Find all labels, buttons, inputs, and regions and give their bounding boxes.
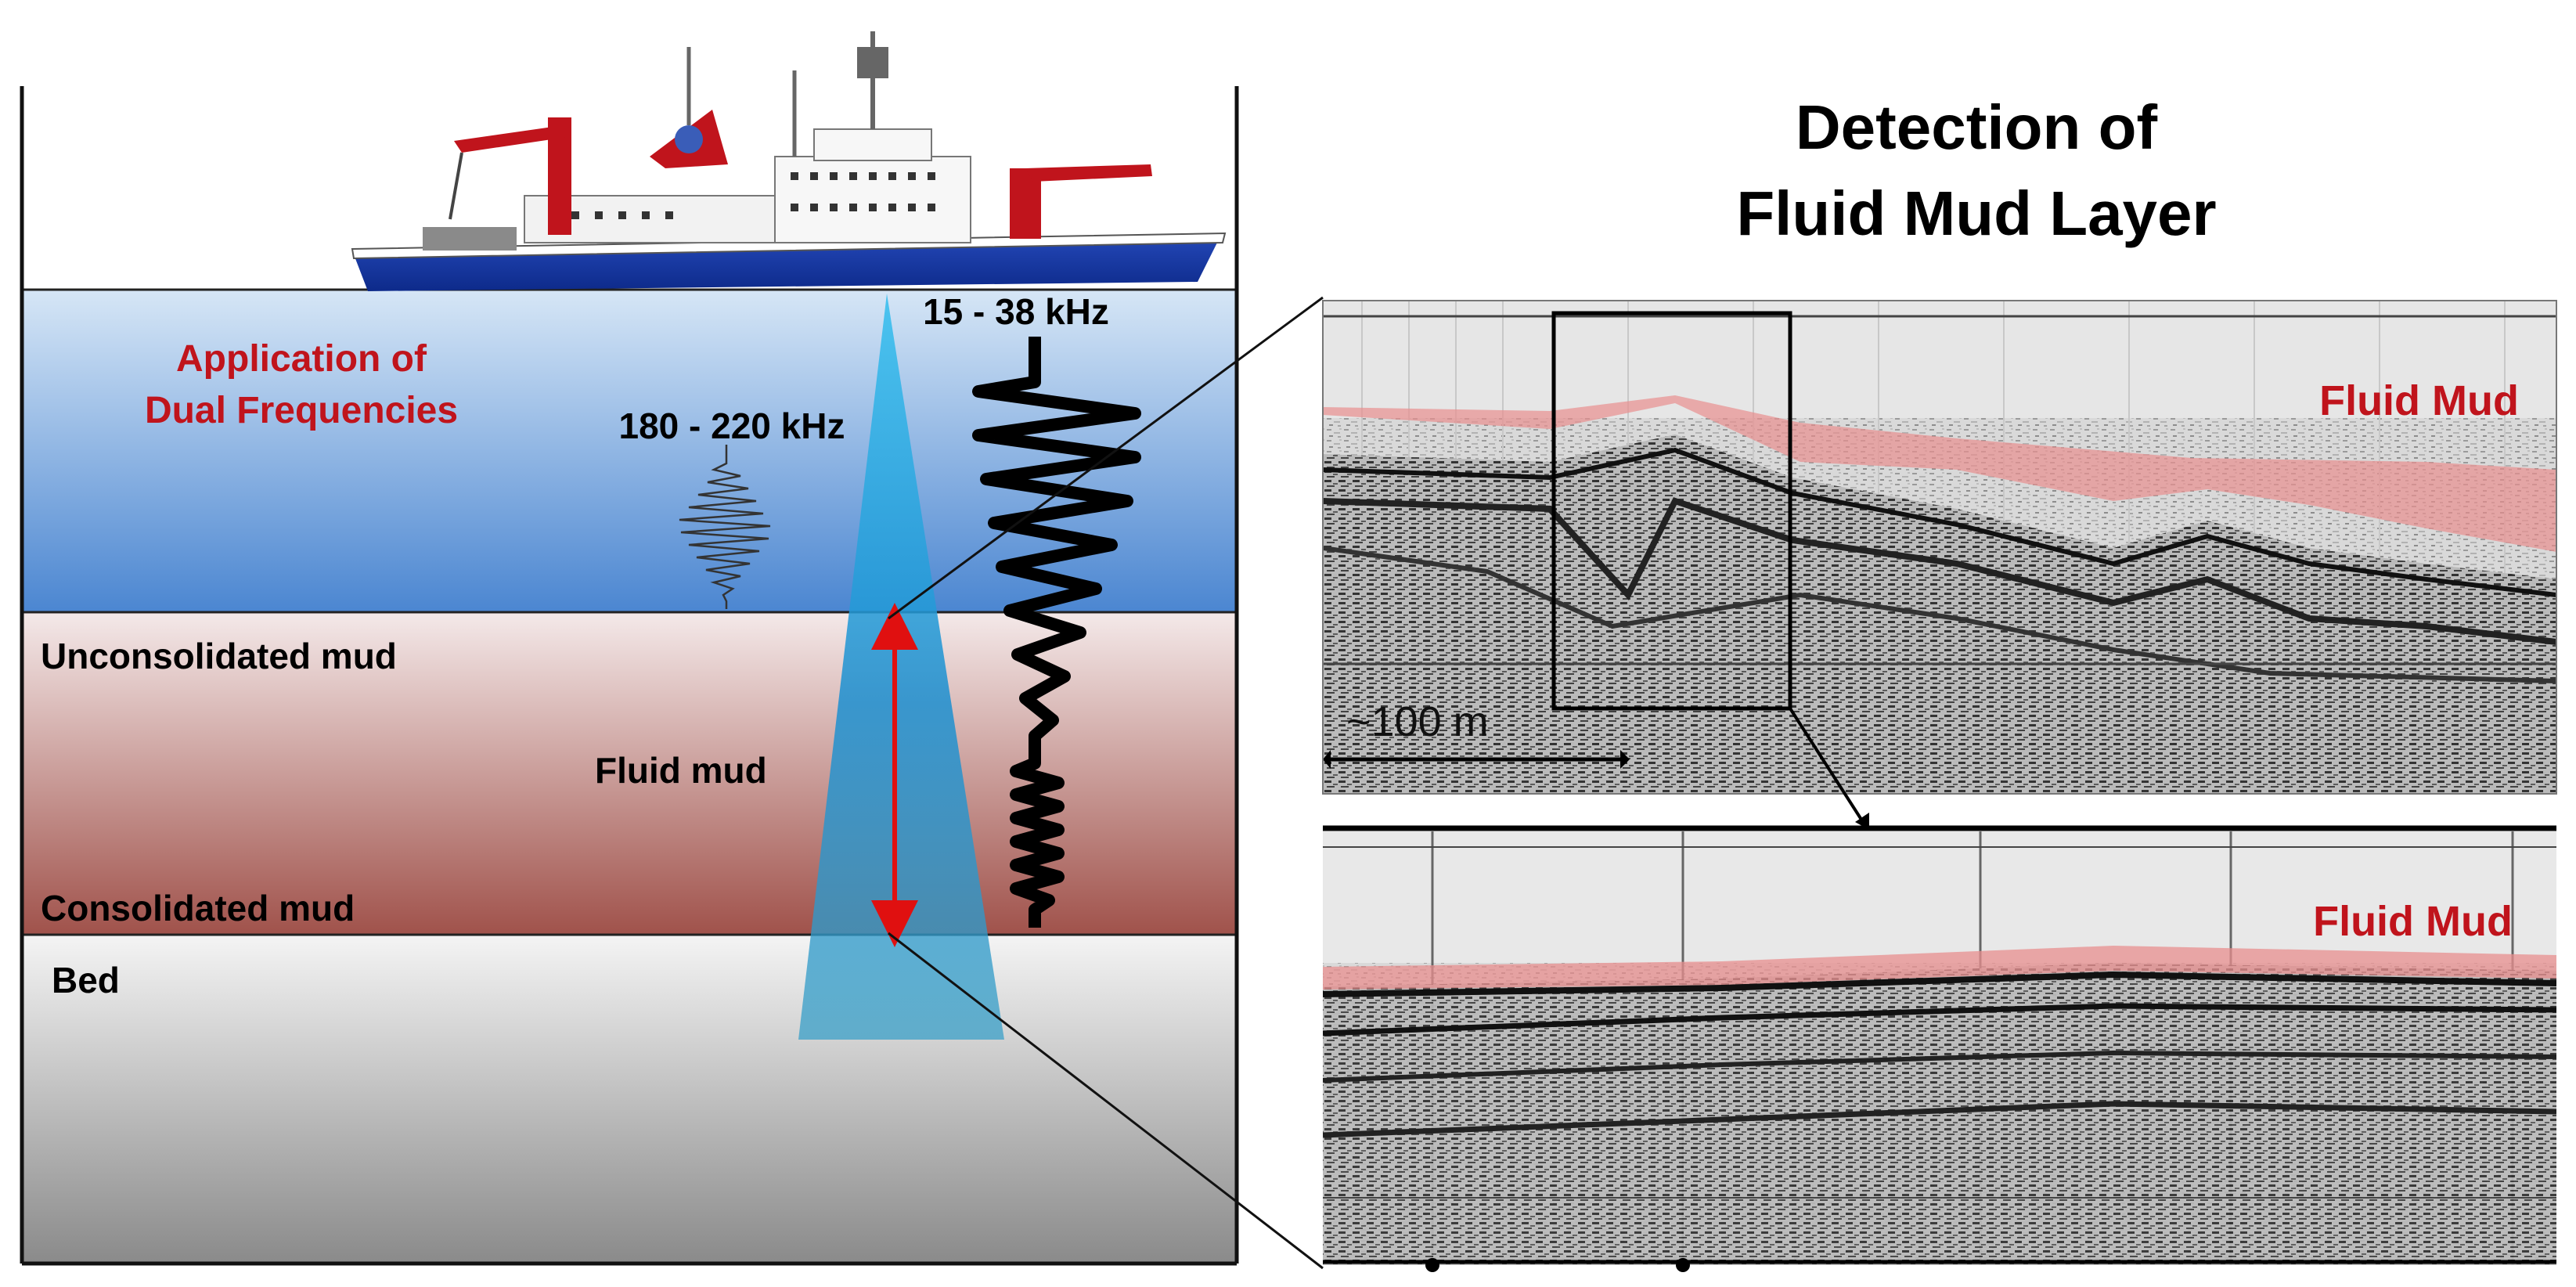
fluid-mud-overlay-bottom — [1323, 946, 2556, 990]
bed-layer — [22, 935, 1237, 1264]
title-line2: Fluid Mud Layer — [1736, 178, 2216, 248]
top-echogram: ~100 m Fluid Mud — [1323, 301, 2556, 794]
high-frequency-wavelet — [679, 445, 771, 609]
layer-label-consolidated: Consolidated mud — [41, 888, 355, 928]
high-frequency-label: 180 - 220 kHz — [619, 406, 845, 446]
bottom-echogram: Fluid Mud — [1323, 831, 2556, 1265]
layer-label-fluid-mud: Fluid mud — [595, 750, 767, 791]
fluid-mud-label-top: Fluid Mud — [2319, 377, 2519, 424]
fluid-mud-label-bottom: Fluid Mud — [2313, 898, 2513, 945]
layer-label-unconsolidated: Unconsolidated mud — [41, 636, 397, 676]
zoom-arrow — [1789, 707, 1864, 824]
heading-line1: Application of — [176, 338, 427, 380]
low-frequency-wavelet — [972, 337, 1141, 928]
zoom-connector-bottom — [888, 932, 1324, 1270]
research-ship-icon — [351, 31, 1227, 291]
zoom-connector-top — [888, 296, 1324, 620]
heading-line2: Dual Frequencies — [145, 390, 458, 431]
low-frequency-label: 15 - 38 kHz — [923, 291, 1109, 332]
scale-label: ~100 m — [1346, 698, 1489, 745]
zoom-selection-box — [1551, 311, 1792, 711]
layer-label-bed: Bed — [52, 960, 120, 1000]
fluid-mud-overlay-top — [1323, 395, 2556, 552]
title-line1: Detection of — [1796, 92, 2158, 162]
